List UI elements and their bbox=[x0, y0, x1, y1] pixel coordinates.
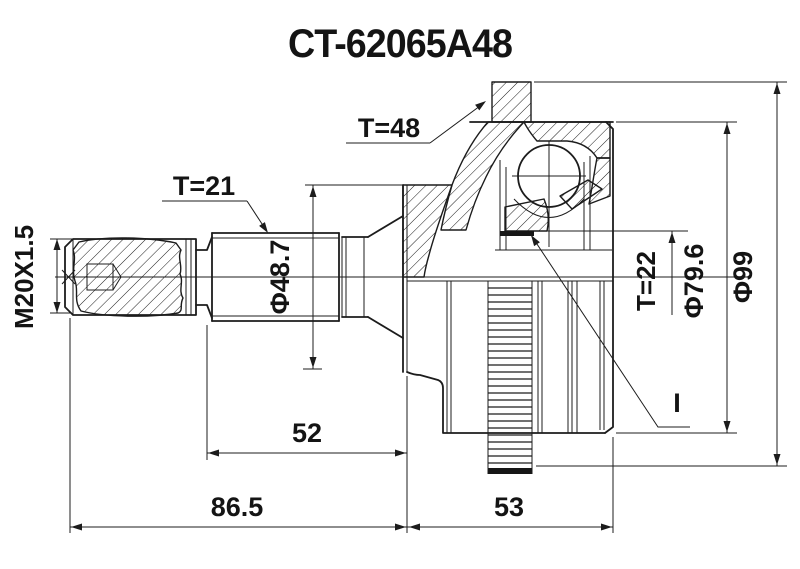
shaft-spline-teeth-label: T=21 bbox=[173, 171, 235, 201]
thread-spec-label: M20X1.5 bbox=[9, 225, 39, 329]
threaded-stub bbox=[61, 237, 197, 317]
spline-diameter-label: Φ48.7 bbox=[265, 240, 295, 315]
leader-inner-race-ref: I bbox=[530, 234, 690, 428]
dimension-spline-length: 52 bbox=[206, 325, 408, 533]
part-number-title: CT-62065A48 bbox=[288, 22, 513, 66]
dimension-abs-ring-diameter: Φ99 bbox=[534, 81, 787, 467]
spline-length-label: 52 bbox=[292, 418, 322, 448]
inner-race-teeth-label: T=22 bbox=[631, 251, 661, 311]
body-diameter-label: Φ79.6 bbox=[679, 244, 709, 319]
leader-shaft-spline-teeth: T=21 bbox=[162, 171, 268, 233]
dimension-shaft-length: 86.5 bbox=[69, 318, 407, 533]
abs-tone-ring-section bbox=[491, 81, 532, 123]
dimension-spline-diameter: Φ48.7 bbox=[265, 184, 403, 370]
leader-abs-ring-teeth: T=48 bbox=[346, 101, 486, 144]
outer-race-roof-section bbox=[523, 121, 611, 159]
inner-race-ref-label: I bbox=[673, 388, 681, 418]
bell-wall-section bbox=[402, 184, 453, 278]
joint-body bbox=[402, 81, 614, 474]
shaft-length-label: 86.5 bbox=[211, 492, 264, 522]
abs-tone-ring-teeth bbox=[487, 281, 533, 474]
abs-ring-diameter-label: Φ99 bbox=[728, 251, 758, 303]
bell-shoulder-section bbox=[440, 121, 525, 231]
outer-race-right-section bbox=[588, 157, 611, 205]
joint-length-label: 53 bbox=[494, 492, 524, 522]
track-shoulder-section bbox=[559, 179, 603, 210]
broken-out-section bbox=[72, 237, 184, 317]
inner-race-section bbox=[504, 198, 549, 232]
dimension-thread: M20X1.5 bbox=[9, 225, 72, 329]
abs-ring-teeth-label: T=48 bbox=[358, 113, 420, 143]
shaft-spline-section bbox=[195, 215, 404, 339]
hex-socket bbox=[86, 263, 114, 291]
dimension-body-diameter: Φ79.6 bbox=[616, 121, 737, 434]
dimension-joint-length: 53 bbox=[407, 437, 614, 533]
dimension-inner-race-teeth: T=22 bbox=[536, 230, 688, 315]
inner-race-spline-bore bbox=[500, 231, 534, 236]
